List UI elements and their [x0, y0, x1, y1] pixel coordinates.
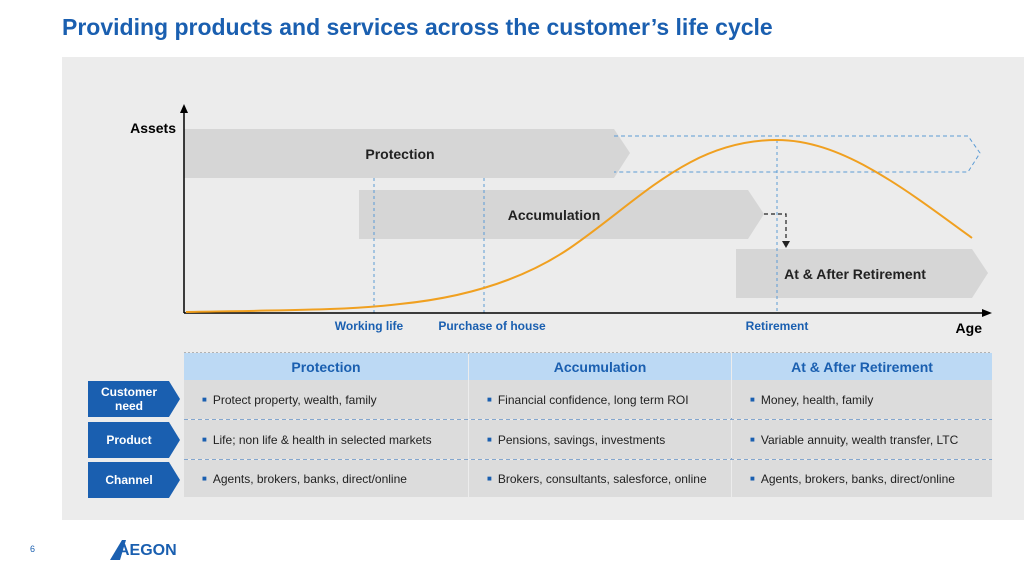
bullet-icon: ■ — [202, 395, 207, 404]
cell-text: Pensions, savings, investments — [497, 432, 666, 447]
accumulation-band-label: Accumulation — [508, 207, 601, 223]
cell-text: Financial confidence, long term ROI — [497, 392, 689, 407]
cell-text: Protect property, wealth, family — [212, 392, 377, 407]
aegon-logo-text: AEGON — [118, 542, 177, 559]
table-cell: ■ Life; non life & health in selected mar… — [184, 420, 468, 459]
bullet-icon: ■ — [487, 395, 492, 404]
x-axis-label: Age — [956, 320, 983, 336]
slide-title: Providing products and services across t… — [62, 14, 773, 40]
bullet-icon: ■ — [750, 395, 755, 404]
bullet-icon: ■ — [487, 435, 492, 444]
cell-text: Brokers, consultants, salesforce, online — [497, 471, 707, 486]
table-cell: ■ Pensions, savings, investments — [469, 420, 731, 459]
protection-band-label: Protection — [365, 146, 434, 162]
bullet-icon: ■ — [750, 435, 755, 444]
row-label-product: Product — [88, 422, 180, 458]
retirement-label: Retirement — [746, 319, 809, 333]
table-cell: ■ Brokers, consultants, salesforce, onlin… — [469, 460, 731, 497]
aegon-logo-mark — [110, 540, 126, 560]
transition-connector — [764, 213, 787, 242]
page-number: 6 — [30, 544, 36, 554]
protection-band-extension — [614, 135, 981, 173]
cell-text: Variable annuity, wealth transfer, LTC — [760, 432, 959, 447]
retirement-band-label: At & After Retirement — [784, 266, 926, 282]
aegon-logo: AEGON — [110, 540, 177, 560]
transition-arrowhead — [782, 241, 790, 248]
y-axis-arrowhead — [180, 104, 188, 113]
table-cell: ■ Agents, brokers, banks, direct/online — [732, 460, 992, 497]
y-axis-label: Assets — [130, 120, 176, 136]
table-cell: ■ Money, health, family — [732, 380, 992, 419]
accumulation-band — [359, 190, 764, 239]
table-cell: ■ Financial confidence, long term ROI — [469, 380, 731, 419]
cell-text: Agents, brokers, banks, direct/online — [212, 471, 407, 486]
bullet-icon: ■ — [487, 474, 492, 483]
cell-text: Money, health, family — [760, 392, 874, 407]
table-cell: ■ Variable annuity, wealth transfer, LTC — [732, 420, 992, 459]
cell-text: Agents, brokers, banks, direct/online — [760, 471, 955, 486]
row-label-channel: Channel — [88, 462, 180, 498]
bullet-icon: ■ — [202, 435, 207, 444]
bullet-icon: ■ — [202, 474, 207, 483]
row-label-customer-need: Customer need — [88, 381, 180, 417]
asset-curve — [185, 138, 973, 313]
retirement-band — [736, 249, 988, 298]
bullet-icon: ■ — [750, 474, 755, 483]
protection-band — [184, 129, 630, 178]
cell-text: Life; non life & health in selected mark… — [212, 432, 432, 447]
x-axis-arrowhead — [982, 309, 992, 317]
purchase-of-house-label: Purchase of house — [438, 319, 546, 333]
table-header-retirement: At & After Retirement — [732, 353, 992, 380]
table-header-accumulation: Accumulation — [469, 353, 731, 380]
table-cell: ■ Agents, brokers, banks, direct/online — [184, 460, 468, 497]
table-header-protection: Protection — [184, 353, 468, 380]
working-life-label: Working life — [335, 319, 404, 333]
table-cell: ■ Protect property, wealth, family — [184, 380, 468, 419]
